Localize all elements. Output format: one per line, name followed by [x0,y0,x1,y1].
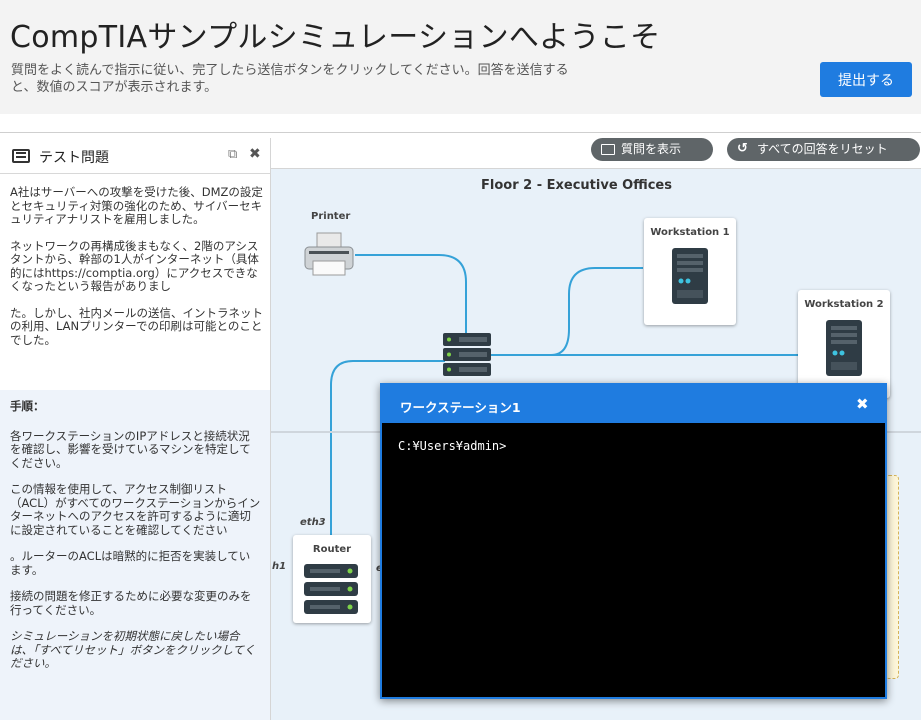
question-panel: テスト問題 ⧉ ✖ A社はサーバーへの攻撃を受けた後、DMZの設定とセキュリティ… [0,138,271,720]
computer-tower-icon [672,248,708,304]
note-box [885,475,899,679]
terminal-title: ワークステーション1 [400,400,521,415]
network-cables [330,254,799,537]
workstation-1-card[interactable]: Workstation 1 [644,218,736,325]
reset-all-button[interactable]: ↺ すべての回答をリセット [727,138,920,161]
step-item: 。ルーターのACLは暗黙的に拒否を実装しています。 [10,549,251,577]
step-item: 接続の問題を修正するために必要な変更のみを行ってください。 [10,589,252,617]
eth-label: e [376,563,383,574]
eth1-label: h1 [272,561,287,572]
computer-tower-icon [826,320,862,376]
floor-label: Floor 2 - Executive Offices [481,178,672,193]
terminal-window[interactable]: ワークステーション1 ✖ C:¥Users¥admin> [380,383,887,699]
header: CompTIAサンプルシミュレーションへようこそ 質問をよく読んで指示に従い、完… [0,0,921,114]
list-icon [12,149,30,163]
question-panel-title: テスト問題 [39,150,109,166]
show-question-label: 質問を表示 [621,142,682,156]
step-item: この情報を使用して、アクセス制御リスト（ACL）がすべてのワークステーションから… [10,482,261,537]
router-icon [304,564,358,614]
instructions-text: 質問をよく読んで指示に従い、完了したら送信ボタンをクリックしてください。回答を送… [11,63,569,95]
simulation-toolbar: 質問を表示 ↺ すべての回答をリセット [271,133,921,169]
reset-all-label: すべての回答をリセット [757,142,888,156]
step-item: 各ワークステーションのIPアドレスと接続状況を確認し、影響を受けているマシンを特… [10,428,251,470]
workstation-2-label: Workstation 2 [804,299,884,310]
steps-section: 手順： 各ワークステーションのIPアドレスと接続状況を確認し、影響を受けているマ… [0,390,270,720]
workstation-1-label: Workstation 1 [650,227,730,238]
question-panel-header: テスト問題 ⧉ ✖ [0,138,270,174]
question-text: A社はサーバーへの攻撃を受けた後、DMZの設定とセキュリティ対策の強化のため、サ… [10,185,264,360]
reset-icon: ↺ [737,141,748,156]
show-question-button[interactable]: 質問を表示 [591,138,713,161]
router-label: Router [312,544,352,555]
close-icon[interactable]: ✖ [249,146,261,162]
terminal-prompt[interactable]: C:¥Users¥admin> [398,439,507,453]
steps-title: 手順： [10,399,45,413]
question-paragraph: た。しかし、社内メールの送信、イントラネットの利用、LANプリンターでの印刷は可… [10,305,263,347]
question-paragraph: ネットワークの再構成後まもなく、2階のアシスタントから、幹部の1人がインターネッ… [10,238,259,293]
external-link-icon[interactable]: ⧉ [228,147,238,162]
terminal-title-bar[interactable]: ワークステーション1 ✖ [382,385,885,423]
submit-button[interactable]: 提出する [820,62,912,97]
reset-note: シミュレーションを初期状態に戻したい場合は、「すべてリセット」ボタンをクリックし… [10,629,256,670]
printer-label: Printer [311,211,351,222]
list-icon [601,144,615,155]
page-title: CompTIAサンプルシミュレーションへようこそ [10,20,661,55]
header-divider [0,132,921,133]
question-paragraph: A社はサーバーへの攻撃を受けた後、DMZの設定とセキュリティ対策の強化のため、サ… [10,185,263,226]
workstation-2-card[interactable]: Workstation 2 [798,290,890,398]
eth3-label: eth3 [300,517,326,528]
network-switch-icon[interactable] [443,333,491,377]
router-card[interactable]: Router [293,535,371,623]
close-icon[interactable]: ✖ [856,395,869,413]
printer-icon[interactable] [303,229,355,279]
